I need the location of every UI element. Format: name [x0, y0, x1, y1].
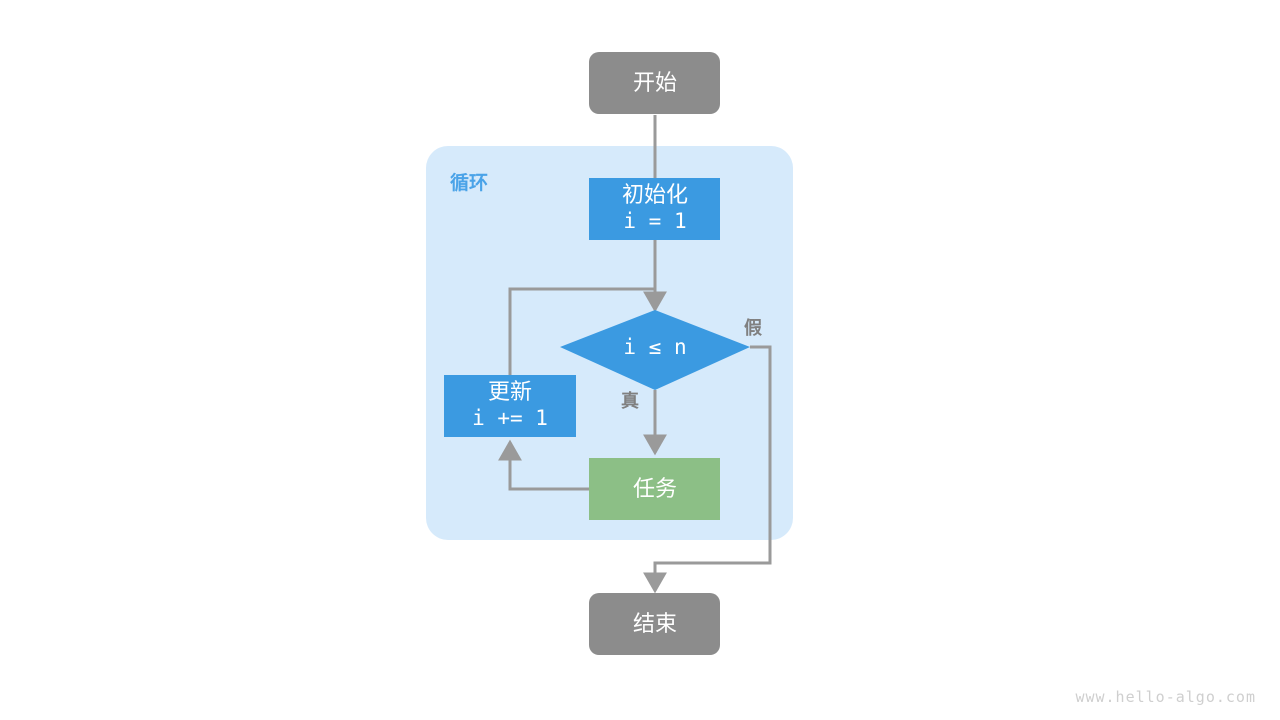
- node-update-label-line1: 更新: [488, 379, 532, 404]
- node-end[interactable]: 结束: [589, 593, 720, 655]
- node-task-shape: [589, 458, 720, 520]
- watermark-text: www.hello-algo.com: [1075, 688, 1256, 706]
- node-end-shape: [589, 593, 720, 655]
- node-update[interactable]: 更新 i += 1: [444, 375, 576, 437]
- edge-label-false: 假: [744, 317, 763, 338]
- edge-condition-false-to-end: [643, 345, 772, 594]
- node-task-label: 任务: [633, 476, 677, 501]
- node-start-label: 开始: [633, 70, 677, 95]
- node-init[interactable]: 初始化 i = 1: [589, 178, 720, 240]
- node-task[interactable]: 任务: [589, 458, 720, 520]
- node-update-label-line2: i += 1: [472, 406, 548, 430]
- node-init-label-line2: i = 1: [623, 209, 686, 233]
- edge-label-true: 真: [621, 390, 639, 411]
- edge-task-to-update: [498, 439, 589, 491]
- edge-update-to-condition: [508, 287, 655, 375]
- node-init-label-line1: 初始化: [622, 182, 688, 207]
- node-end-label: 结束: [633, 611, 677, 636]
- node-condition-shape: [560, 310, 750, 390]
- node-init-shape: [589, 178, 720, 240]
- node-start[interactable]: 开始: [589, 52, 720, 114]
- node-condition-label: i ≤ n: [623, 335, 686, 359]
- node-update-shape: [444, 375, 576, 437]
- loop-group-label: 循环: [450, 171, 488, 194]
- node-condition[interactable]: i ≤ n: [560, 310, 750, 390]
- node-start-shape: [589, 52, 720, 114]
